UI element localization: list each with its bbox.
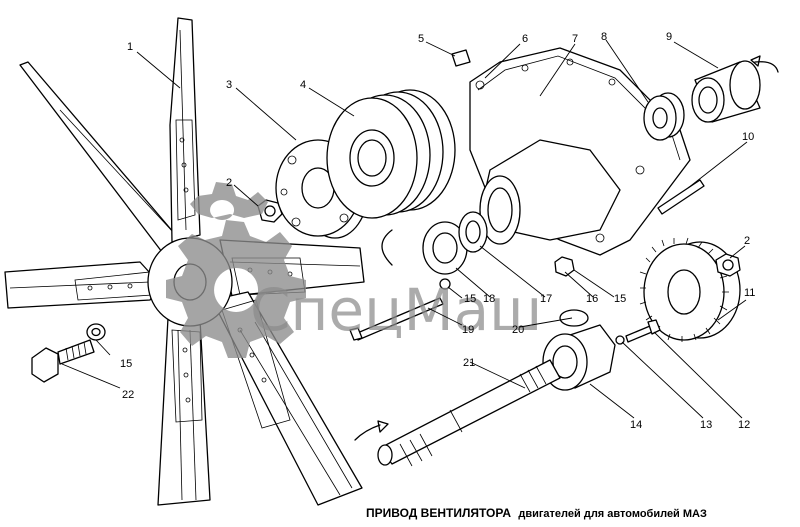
callout-3: 3	[226, 79, 232, 91]
callout-labels: 1 2 2 3 4 5 6 7 8 9 10 11 12 13 14 15 15…	[120, 31, 755, 431]
diagram-caption: ПРИВОД ВЕНТИЛЯТОРА двигателей для автомо…	[366, 506, 707, 520]
gear-logo-icon	[166, 182, 306, 358]
callout-9: 9	[666, 31, 672, 43]
callout-1: 1	[127, 41, 133, 53]
shaft-21	[377, 359, 561, 467]
nut-2-right	[715, 253, 741, 277]
housing-7	[469, 47, 691, 256]
callout-2-right: 2	[744, 235, 750, 247]
callout-20: 20	[512, 324, 524, 336]
callout-21: 21	[463, 357, 475, 369]
caption-bold: ПРИВОД ВЕНТИЛЯТОРА	[366, 506, 511, 520]
bearing-8	[643, 92, 685, 141]
bolt-19	[349, 297, 444, 341]
bolt-12	[625, 319, 661, 343]
seal-18	[422, 221, 468, 275]
fan-assembly	[4, 17, 365, 506]
callout-15-left: 15	[120, 358, 132, 370]
callout-11: 11	[744, 287, 755, 299]
ring-17	[458, 211, 488, 253]
watermark-text: СпецМаш	[250, 276, 542, 344]
key-5	[451, 49, 471, 67]
callout-18: 18	[483, 293, 495, 305]
leader-lines	[61, 39, 748, 419]
pulley-4	[326, 89, 456, 219]
callout-17: 17	[540, 293, 552, 305]
washer-15-left	[86, 323, 106, 341]
callout-22: 22	[122, 389, 134, 401]
callout-15-right: 15	[614, 293, 626, 305]
callout-16: 16	[586, 293, 598, 305]
callout-7: 7	[572, 33, 578, 45]
callout-10: 10	[742, 131, 754, 143]
seal-20	[559, 309, 589, 327]
bolt-22	[31, 339, 95, 383]
rotation-arrows	[354, 55, 779, 441]
watermark: СпецМаш	[166, 182, 542, 358]
callout-8: 8	[601, 31, 607, 43]
sleeve-9	[691, 60, 761, 123]
callout-2-left: 2	[226, 177, 232, 189]
callout-19: 19	[462, 324, 474, 336]
callout-12: 12	[738, 419, 750, 431]
callout-13: 13	[700, 419, 712, 431]
callout-4: 4	[300, 79, 306, 91]
callout-5: 5	[418, 33, 424, 45]
fan-blade-upper-left	[19, 61, 181, 253]
callout-15-center: 15	[464, 293, 476, 305]
washer-15-center	[439, 278, 451, 290]
stud-10	[657, 179, 705, 215]
caption-rest: двигателей для автомобилей МАЗ	[518, 508, 707, 520]
callout-6: 6	[522, 33, 528, 45]
nut-16	[554, 256, 575, 277]
callout-14: 14	[630, 419, 642, 431]
